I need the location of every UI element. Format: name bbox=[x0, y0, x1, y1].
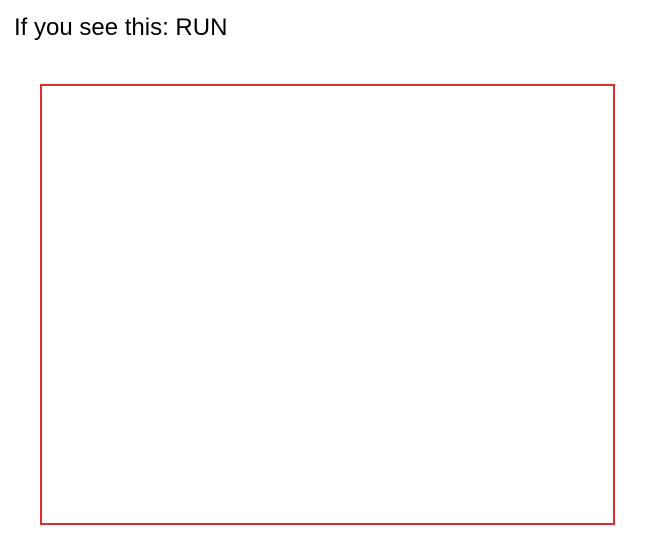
empty-frame-box bbox=[40, 84, 615, 525]
page-heading: If you see this: RUN bbox=[14, 14, 228, 41]
